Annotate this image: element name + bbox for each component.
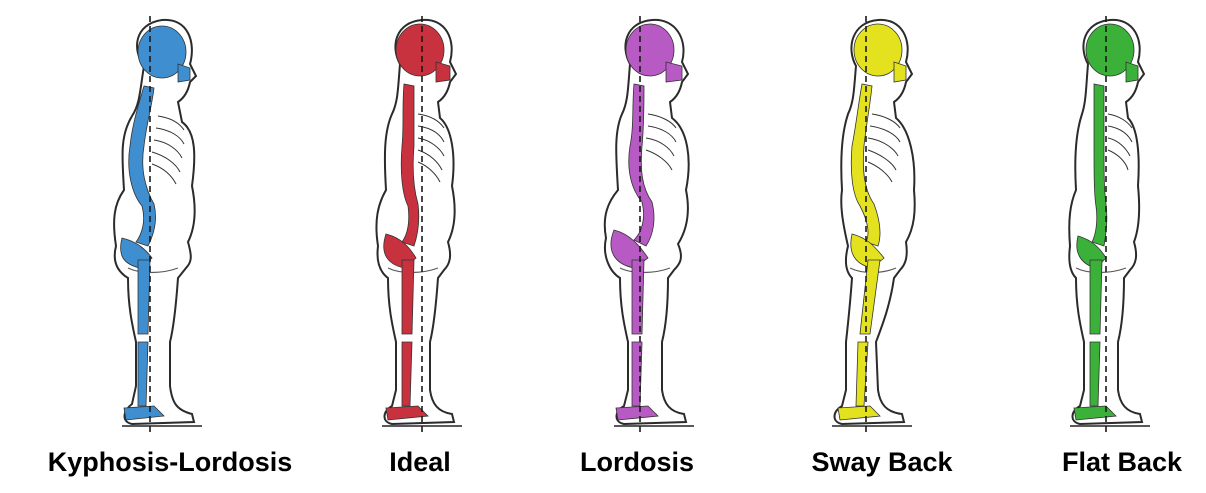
skeleton-illustration — [584, 6, 714, 438]
skeleton-illustration — [806, 6, 936, 438]
caption-flat-back: Flat Back — [1062, 445, 1182, 479]
caption-kyphosis-lordosis: Kyphosis-Lordosis — [48, 445, 293, 479]
posture-figure-ideal — [352, 6, 482, 438]
skeleton-illustration — [352, 6, 482, 438]
posture-figure-kyphosis-lordosis — [92, 6, 222, 438]
skeleton-illustration — [1040, 6, 1170, 438]
caption-ideal: Ideal — [389, 445, 451, 479]
caption-sway-back: Sway Back — [811, 445, 952, 479]
caption-lordosis: Lordosis — [580, 445, 694, 479]
posture-figure-flat-back — [1040, 6, 1170, 438]
posture-figure-sway-back — [806, 6, 936, 438]
posture-figure-lordosis — [584, 6, 714, 438]
skeleton-illustration — [92, 6, 222, 438]
